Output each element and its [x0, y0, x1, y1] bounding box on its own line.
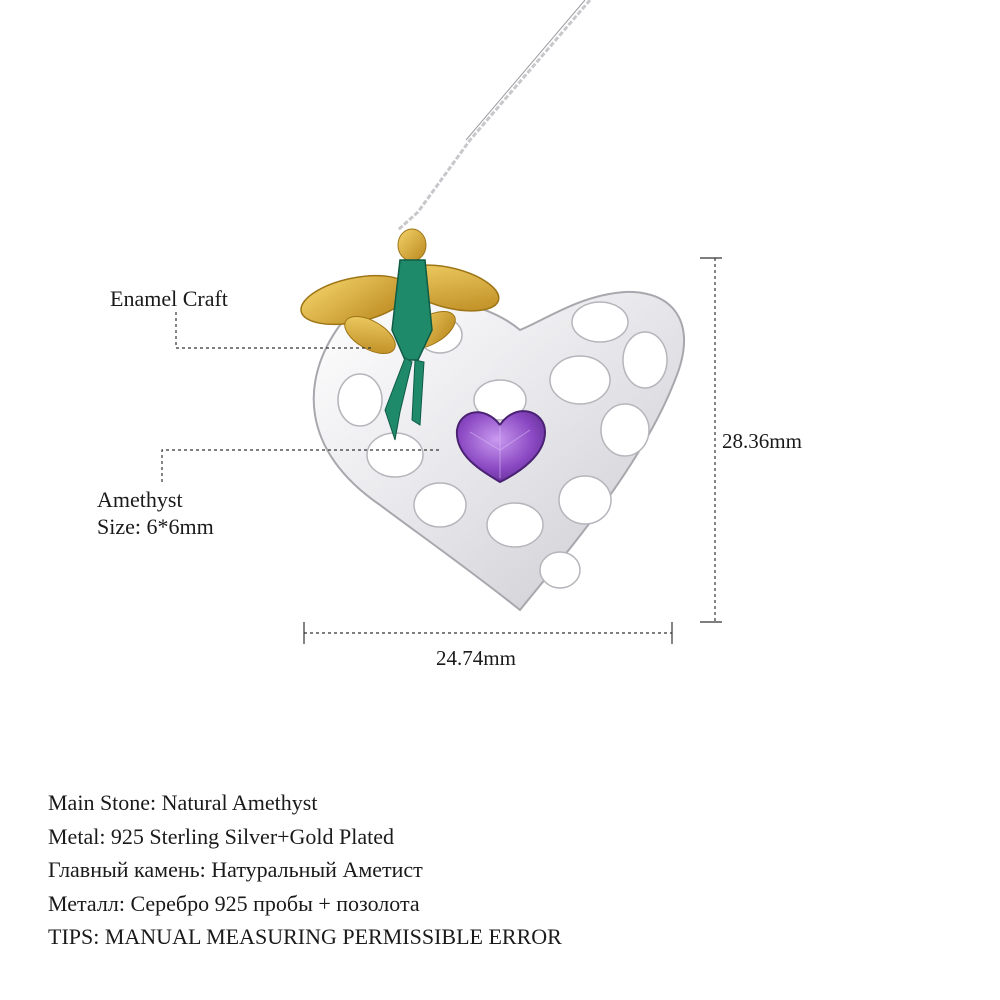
amethyst-name-label: Amethyst: [97, 487, 183, 512]
dimension-lines: [303, 257, 722, 644]
honeycomb-holes: [337, 301, 668, 589]
spec-list: Main Stone: Natural Amethyst Metal: 925 …: [48, 786, 562, 954]
chain: [396, 0, 592, 232]
amethyst-size-label: Size: 6*6mm: [97, 514, 214, 539]
spec-metal: Metal: 925 Sterling Silver+Gold Plated: [48, 823, 395, 849]
enamel-fairy: [300, 228, 500, 441]
spec-main-stone-ru: Главный камень: Натуральный Аметист: [48, 857, 423, 882]
width-dimension-label: 24.74mm: [436, 646, 516, 670]
callout-lines: [161, 312, 440, 482]
spec-metal-ru: Металл: Серебро 925 пробы + позолота: [48, 890, 420, 916]
amethyst-callout: Amethyst Size: 6*6mm: [97, 486, 214, 540]
enamel-craft-label: Enamel Craft: [110, 286, 228, 311]
height-dimension-label: 28.36mm: [722, 429, 802, 453]
chain-shadow: [465, 0, 586, 141]
spec-tips: TIPS: MANUAL MEASURING PERMISSIBLE ERROR: [48, 924, 562, 949]
spec-main-stone: Main Stone: Natural Amethyst: [48, 790, 318, 815]
